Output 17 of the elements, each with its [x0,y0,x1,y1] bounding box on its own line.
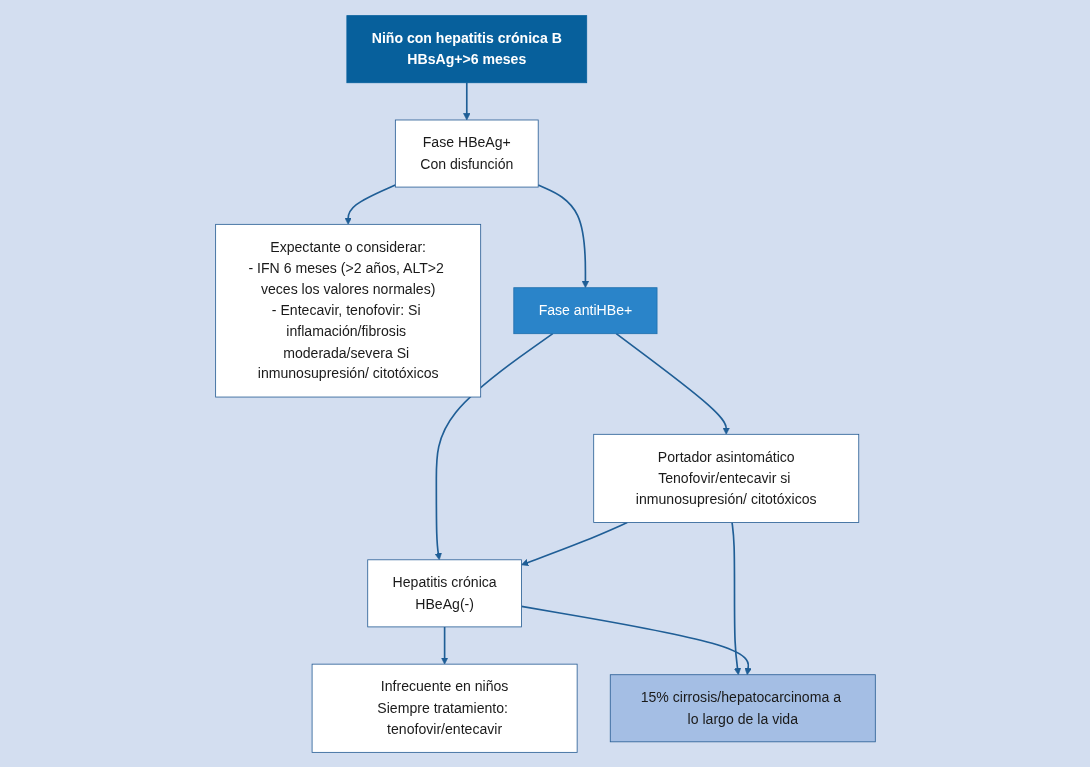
arrow [520,605,752,675]
arrow [344,183,396,225]
node-box: Infrecuente en niños Siempre tratamiento: tenofovir/entecavir [311,663,578,753]
node-box: Hepatitis crónica HBeAg(-) [366,558,522,627]
node-box: Fase HBeAg+ Con disfunción [394,119,539,187]
node-box: Expectante o considerar: - IFN 6 meses (>2 años, ALT>2 veces los valores normales) - Entecavir, tenofovir: Si inflamación/fibrosis moderada/severa Si inmunosupresión/ citotóxicos [214,223,481,397]
node-box: Niño con hepatitis crónica B HBsAg+>6 meses [346,14,587,83]
arrow [536,183,589,288]
arrow [434,332,554,560]
node-box: 15% cirrosis/hepatocarcinoma a lo largo de la vida [609,673,876,742]
node-box: Fase antiHBe+ [512,286,657,334]
arrow [462,81,470,120]
arrow [520,521,628,566]
node-box: Portador asintomático Tenofovir/entecavir si inmunosupresión/ citotóxicos [592,433,859,523]
arrow [614,332,730,435]
arrow [440,625,448,664]
arrow [730,521,741,675]
